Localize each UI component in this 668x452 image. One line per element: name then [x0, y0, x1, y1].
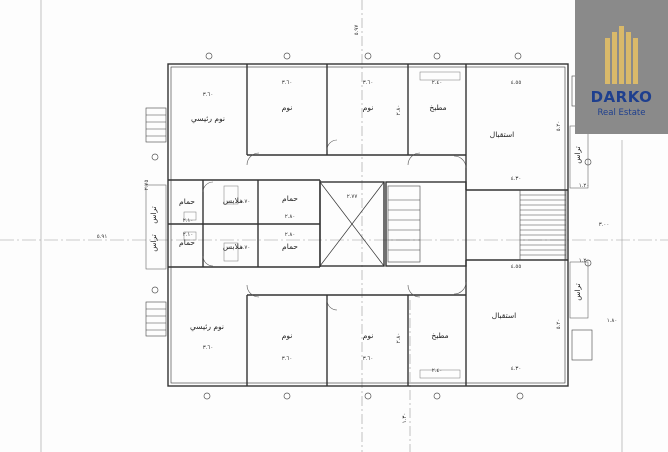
- dim-label: ٤.٥٥: [511, 264, 522, 270]
- dim-label: ٣.٦٠: [363, 356, 374, 362]
- label-kitchen-top: مطبخ: [429, 103, 446, 112]
- logo-brand-name: DARKO: [590, 88, 653, 106]
- logo-tagline: Real Estate: [597, 108, 646, 118]
- room-labels: نوم رئيسي نوم نوم مطبخ استقبال حمام ملاب…: [149, 103, 582, 340]
- dim-label: ١.٧٠: [240, 199, 251, 205]
- building-logo-icon: [605, 26, 638, 84]
- label-bathroom-1: حمام: [179, 197, 195, 206]
- door-swings: [202, 139, 467, 311]
- dim-label: ٢.٤٠: [432, 368, 443, 374]
- dim-label: ١.٧٠: [240, 245, 251, 251]
- dim-label: ٣.٦٠: [203, 345, 214, 351]
- dim-label: ٢.٧٧: [347, 194, 358, 200]
- dim-label: ٣.٦٠: [363, 80, 374, 86]
- dim-label: ٣.٦٠: [203, 92, 214, 98]
- label-bedroom-bottom-1: نوم: [282, 331, 293, 340]
- dim-label: ١.٣٠: [402, 413, 408, 424]
- dim-label: ٥.٩٧: [354, 25, 360, 36]
- label-terrace-left-1: تراس: [149, 206, 158, 223]
- dim-label: ٢.٤٠: [432, 80, 443, 86]
- label-reception-top: استقبال: [490, 130, 514, 139]
- label-bedroom-top-1: نوم: [282, 103, 293, 112]
- dim-label: ٣.٦٠: [282, 356, 293, 362]
- dim-label: ٢.٨٠: [396, 105, 402, 116]
- label-terrace-right-bottom: تراس: [573, 283, 582, 300]
- label-dressing-1: ملابس: [223, 196, 243, 205]
- dim-label: ٣.٦٠: [282, 80, 293, 86]
- dim-label: ٥.٢٠: [556, 121, 562, 132]
- label-bathroom-4: حمام: [282, 242, 298, 251]
- label-terrace-right-top: تراس: [573, 146, 582, 163]
- dimension-labels: ٣.٦٠ ٣.٦٠ ٣.٦٠ ٢.٤٠ ٤.٥٥ ٤.٣٠ ٤.٥٥ ٤.٣٠ …: [97, 25, 618, 424]
- dim-label: ٢.١٠: [183, 218, 194, 224]
- dim-label: ١.٢٠: [579, 183, 590, 189]
- dim-label: ٢.١٠: [183, 232, 194, 238]
- dim-label: ٤.٣٠: [511, 176, 522, 182]
- dim-label: ٢.٧٥: [144, 180, 150, 191]
- dim-label: ٣.٠٠: [599, 222, 610, 228]
- fixtures: [183, 71, 461, 379]
- dim-label: ١.٢٠: [579, 258, 590, 264]
- label-kitchen-bottom: مطبخ: [431, 331, 448, 340]
- label-bedroom-top-2: نوم: [363, 103, 374, 112]
- company-logo: DARKO Real Estate: [575, 0, 668, 134]
- label-master-bedroom-bottom: نوم رئيسي: [190, 322, 224, 331]
- label-bedroom-bottom-2: نوم: [363, 331, 374, 340]
- dim-label: ٥.٢٠: [556, 319, 562, 330]
- dim-label: ٤.٣٠: [511, 366, 522, 372]
- label-reception-bottom: استقبال: [492, 311, 516, 320]
- dim-label: ٥.٩١: [97, 234, 108, 240]
- dim-label: ٤.٥٥: [511, 80, 522, 86]
- dim-label: ٢.٨٠: [285, 232, 296, 238]
- dim-label: ٢.٨٠: [285, 214, 296, 220]
- label-terrace-left-2: تراس: [149, 234, 158, 251]
- label-dressing-2: ملابس: [223, 242, 243, 251]
- label-bathroom-3: حمام: [179, 238, 195, 247]
- axis-markers: [151, 52, 592, 400]
- stairs: [145, 75, 593, 361]
- walls: [167, 63, 569, 387]
- label-master-bedroom-top: نوم رئيسي: [191, 114, 225, 123]
- dim-label: ٢.٨٠: [396, 333, 402, 344]
- dim-label: ١.٨٠: [607, 318, 618, 324]
- label-bathroom-2: حمام: [282, 194, 298, 203]
